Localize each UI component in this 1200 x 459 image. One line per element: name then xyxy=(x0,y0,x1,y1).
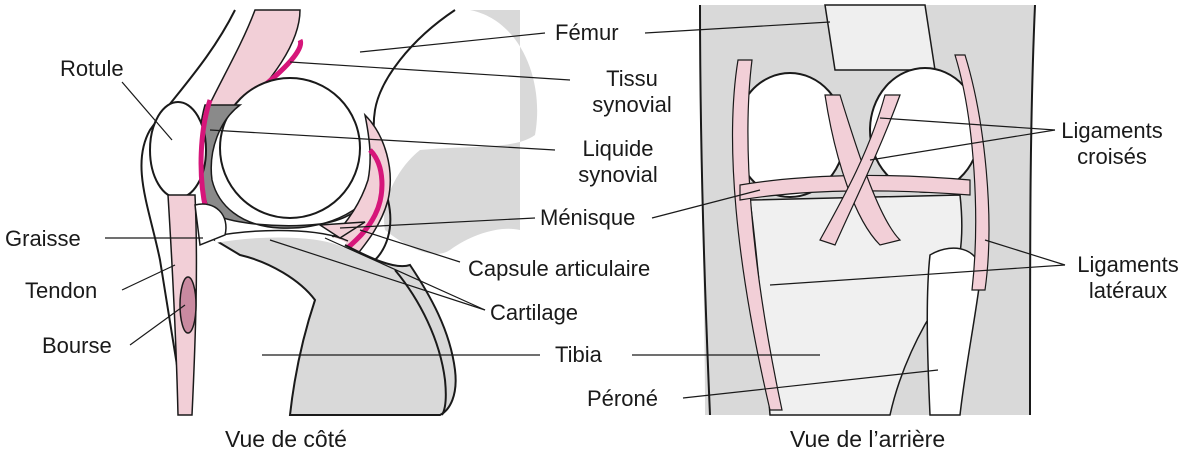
label-perone: Péroné xyxy=(587,386,658,411)
femur-bone xyxy=(300,10,538,254)
caption-side-view: Vue de côté xyxy=(225,426,347,452)
leader-capsule xyxy=(359,229,461,263)
side-view-drawing xyxy=(140,9,538,416)
label-croises-line2: croisés xyxy=(1077,144,1147,169)
leader-tissu xyxy=(289,61,571,81)
leader-cartilage-2 xyxy=(269,239,486,311)
leader-menisque-side xyxy=(339,217,536,229)
label-tibia: Tibia xyxy=(555,342,602,367)
femoral-condyle xyxy=(219,77,361,219)
leg-outline-left xyxy=(699,4,711,416)
meniscus xyxy=(317,221,366,239)
label-ligaments-croises: Ligaments croisés xyxy=(1052,118,1172,170)
synovial-lining-front xyxy=(198,99,213,211)
label-liquide-synovial: Liquide synovial xyxy=(558,136,678,188)
leader-rotule xyxy=(121,81,173,141)
side-skin-outline xyxy=(140,9,236,416)
label-tissu-line1: Tissu xyxy=(606,66,658,91)
label-cartilage: Cartilage xyxy=(490,300,579,325)
caption-back-view: Vue de l’arrière xyxy=(790,426,946,452)
label-tendon: Tendon xyxy=(25,278,98,303)
bursa xyxy=(179,276,197,334)
tibia-cartilage-outline xyxy=(214,229,349,242)
synovial-lining-back xyxy=(338,148,385,257)
label-croises-line1: Ligaments xyxy=(1061,118,1163,143)
label-menisque: Ménisque xyxy=(540,205,636,230)
leader-perone xyxy=(682,369,939,399)
leader-lateraux-1 xyxy=(984,239,1066,266)
label-bourse: Bourse xyxy=(42,333,112,358)
fibula xyxy=(926,247,982,416)
leader-liquide xyxy=(209,129,556,151)
patella xyxy=(149,101,207,199)
label-tissu-synovial: Tissu synovial xyxy=(572,66,692,118)
label-ligaments-lateraux: Ligaments latéraux xyxy=(1068,252,1188,304)
label-liquide-line2: synovial xyxy=(578,162,658,187)
leader-femur-side xyxy=(359,32,546,53)
label-tissu-line2: synovial xyxy=(592,92,672,117)
side-skin-back xyxy=(394,269,447,416)
label-liquide-line1: Liquide xyxy=(582,136,654,161)
leg-outline-right xyxy=(1029,4,1036,416)
cruciate-ligament-2 xyxy=(819,94,901,246)
label-lateraux-line2: latéraux xyxy=(1088,278,1168,303)
leader-croises-1 xyxy=(879,117,1056,131)
lateral-ligament-left xyxy=(731,59,783,411)
back-view-drawing xyxy=(699,4,1036,416)
leader-bourse xyxy=(129,304,186,346)
label-lateraux-line1: Ligaments xyxy=(1077,252,1179,277)
leader-femur-back xyxy=(644,21,831,34)
lateral-ligament-right xyxy=(954,54,990,291)
label-rotule: Rotule xyxy=(60,56,124,81)
fat-pad xyxy=(194,203,227,247)
tibia-cartilage xyxy=(214,231,347,248)
leader-cartilage-1 xyxy=(324,237,486,311)
label-capsule-articulaire: Capsule articulaire xyxy=(468,256,651,281)
leader-lateraux-2 xyxy=(769,264,1066,286)
leader-lines xyxy=(105,21,1066,399)
label-graisse: Graisse xyxy=(5,226,81,251)
leader-tendon xyxy=(121,264,176,291)
back-femur-shaft xyxy=(824,4,936,71)
label-femur: Fémur xyxy=(555,20,619,45)
leader-croises-2 xyxy=(869,129,1056,161)
leader-menisque-back xyxy=(651,189,761,219)
